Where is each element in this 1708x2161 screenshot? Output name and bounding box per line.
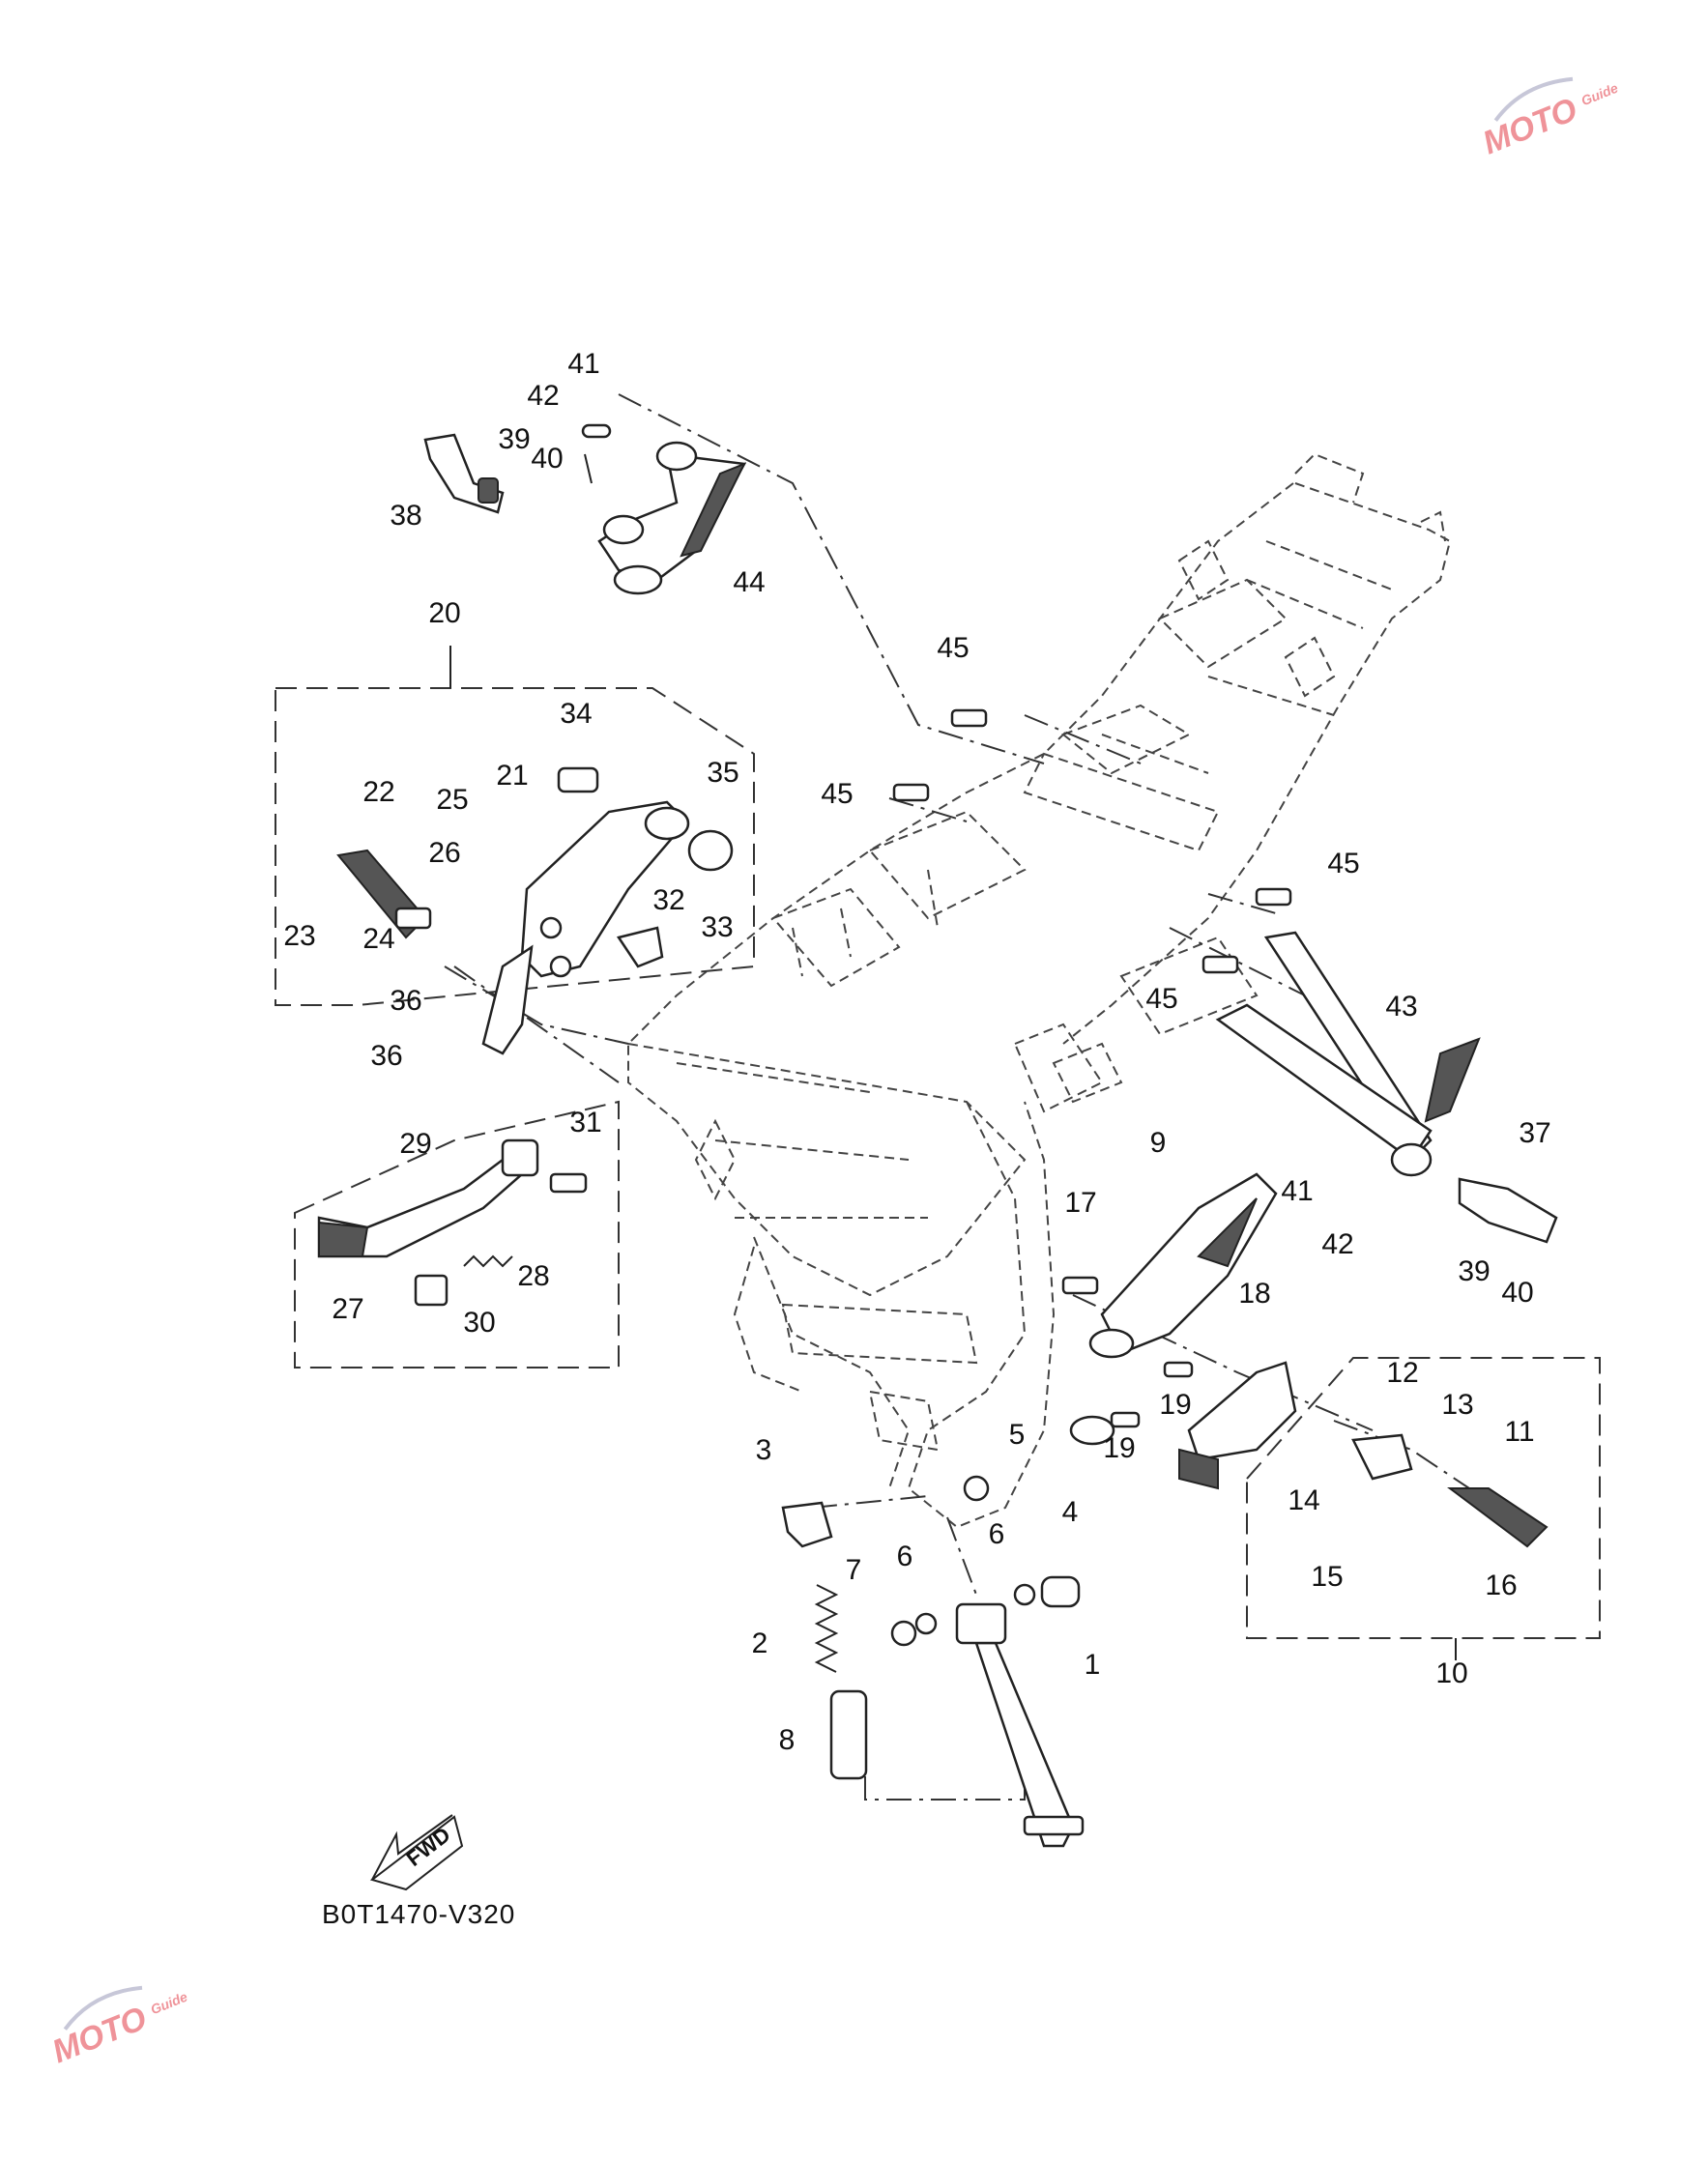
callout-18: 18 — [1238, 1278, 1270, 1310]
callout-45: 45 — [1327, 848, 1359, 879]
part-27-shift-pedal — [317, 1138, 539, 1258]
part-22-footpeg — [336, 849, 432, 939]
part-35-collar — [687, 829, 734, 872]
group-box-shift — [294, 1100, 620, 1369]
callout-33: 33 — [701, 911, 733, 943]
callout-6: 6 — [897, 1541, 913, 1572]
callout-23: 23 — [283, 920, 315, 952]
callout-40: 40 — [1501, 1277, 1533, 1309]
part-8-sleeve — [829, 1689, 868, 1780]
part-4-bolt — [1040, 1575, 1081, 1608]
callout-42: 42 — [527, 380, 559, 412]
callout-15: 15 — [1311, 1561, 1343, 1593]
part-12-brake-lever — [1178, 1361, 1413, 1490]
callout-42: 42 — [1321, 1228, 1353, 1260]
group-box-10 — [1246, 1357, 1601, 1639]
callout-28: 28 — [517, 1260, 549, 1292]
watermark-logo-top: MOTO Guide — [1478, 76, 1620, 161]
part-34-bolt — [557, 766, 599, 793]
callout-7: 7 — [846, 1554, 862, 1586]
callout-37: 37 — [1519, 1117, 1550, 1149]
callout-10: 10 — [1435, 1657, 1467, 1689]
watermark-brand-top: MOTO — [1478, 91, 1582, 161]
callout-16: 16 — [1485, 1570, 1517, 1601]
callout-19: 19 — [1103, 1432, 1135, 1464]
callout-3: 3 — [756, 1434, 772, 1466]
part-21-plate — [481, 800, 690, 1055]
callout-45: 45 — [937, 632, 969, 664]
callout-35: 35 — [707, 757, 738, 789]
group-box-20 — [275, 687, 755, 1006]
callout-27: 27 — [332, 1293, 363, 1325]
part-5-nut — [963, 1475, 990, 1502]
callout-11: 11 — [1504, 1416, 1534, 1448]
part-44-bracket — [597, 441, 747, 595]
part-2-spring — [814, 1584, 839, 1673]
callout-40: 40 — [531, 443, 563, 475]
callout-45: 45 — [1145, 983, 1177, 1015]
callout-13: 13 — [1441, 1389, 1473, 1421]
callout-30: 30 — [463, 1307, 495, 1339]
part-38-footrest — [423, 433, 505, 514]
part-30-collar — [414, 1274, 449, 1307]
part-32-bracket — [616, 926, 664, 968]
diagram-code: B0T1470-V320 — [322, 1899, 515, 1929]
callout-36: 36 — [390, 985, 421, 1017]
part-11-footpeg — [1447, 1487, 1549, 1548]
callout-8: 8 — [779, 1724, 796, 1756]
callout-39: 39 — [498, 423, 530, 455]
callout-24: 24 — [362, 923, 394, 955]
callout-32: 32 — [652, 884, 684, 916]
main-frame — [627, 452, 1452, 1529]
part-9-plate — [1069, 1172, 1278, 1446]
callout-25: 25 — [436, 784, 468, 816]
callout-41: 41 — [567, 348, 599, 380]
callout-20: 20 — [428, 597, 460, 629]
watermark-suffix-bottom: Guide — [148, 1989, 189, 2018]
watermark-brand-bottom: MOTO — [47, 2000, 152, 2070]
part-3-bracket — [781, 1501, 833, 1548]
part-6-washer — [914, 1583, 1036, 1635]
part-37-footrest — [1458, 1177, 1558, 1244]
callout-41: 41 — [1281, 1175, 1313, 1207]
watermark-logo-bottom: MOTO Guide — [47, 1985, 189, 2070]
callout-21: 21 — [496, 760, 528, 792]
callout-5: 5 — [1009, 1419, 1026, 1451]
part-41-pin — [581, 423, 612, 439]
callout-38: 38 — [390, 500, 421, 532]
callout-17: 17 — [1064, 1187, 1096, 1219]
callout-6: 6 — [989, 1518, 1005, 1550]
part-31-bolt — [549, 1172, 588, 1194]
callout-36: 36 — [370, 1040, 402, 1072]
callout-26: 26 — [428, 837, 460, 869]
callout-12: 12 — [1386, 1357, 1418, 1389]
callout-22: 22 — [362, 776, 394, 808]
watermark-suffix-top: Guide — [1578, 80, 1620, 109]
part-42-cotter — [584, 453, 593, 484]
fwd-arrow-icon: FWD — [369, 1814, 464, 1891]
bolts-45 — [892, 708, 1292, 1428]
callout-19: 19 — [1159, 1389, 1191, 1421]
callout-31: 31 — [569, 1107, 601, 1138]
callout-39: 39 — [1458, 1255, 1490, 1287]
part-7-nut — [890, 1620, 917, 1647]
callout-43: 43 — [1385, 991, 1417, 1023]
part-1-sidestand — [955, 1602, 1085, 1848]
callout-1: 1 — [1085, 1649, 1101, 1681]
callout-44: 44 — [733, 566, 765, 598]
part-28-spring — [463, 1254, 513, 1268]
callout-2: 2 — [752, 1628, 768, 1659]
callout-34: 34 — [560, 698, 592, 730]
callout-45: 45 — [821, 778, 853, 810]
callout-29: 29 — [399, 1128, 431, 1160]
callout-9: 9 — [1150, 1127, 1167, 1159]
callout-4: 4 — [1062, 1496, 1079, 1528]
callout-14: 14 — [1288, 1484, 1319, 1516]
part-43-passenger-bracket — [1215, 931, 1481, 1177]
